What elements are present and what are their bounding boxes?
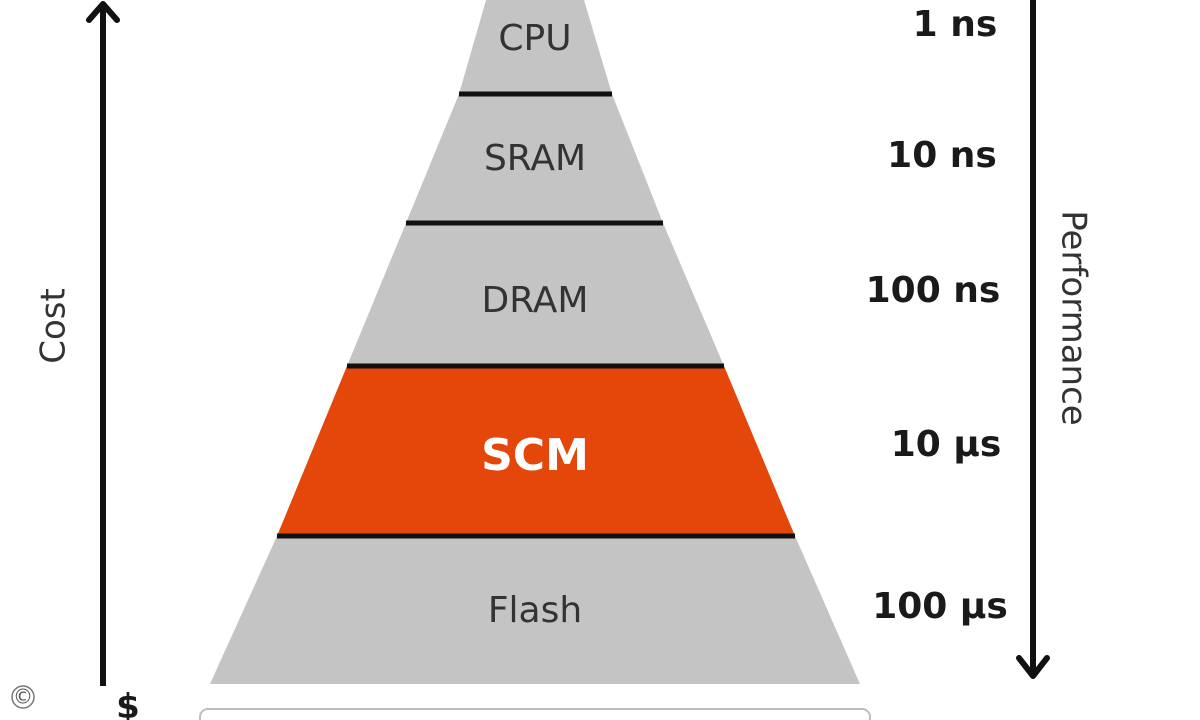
copyright-symbol: © <box>13 685 33 709</box>
tier-sram-shape <box>406 94 663 223</box>
tier-label-scm: SCM <box>481 430 589 481</box>
latency-label-cpu: 1 ns <box>913 4 998 45</box>
copyright-badge: © <box>11 685 35 709</box>
performance-arrow <box>1016 0 1050 679</box>
cost-arrow <box>86 1 120 686</box>
cost-symbol: $ <box>116 687 140 720</box>
latency-label-scm: 10 µs <box>891 424 1002 465</box>
performance-arrow-head <box>1016 655 1050 679</box>
tier-dram-shape <box>347 223 724 366</box>
bottom-box <box>199 708 871 720</box>
tier-label-dram: DRAM <box>482 280 589 321</box>
performance-axis-label: Performance <box>1054 210 1094 425</box>
tier-scm-shape <box>277 366 795 536</box>
cost-arrow-head <box>86 1 120 23</box>
tier-label-cpu: CPU <box>498 18 571 59</box>
tier-cpu-shape <box>459 0 612 94</box>
latency-label-sram: 10 ns <box>887 135 997 176</box>
tier-label-flash: Flash <box>488 590 582 631</box>
tier-label-sram: SRAM <box>484 138 586 179</box>
tier-dividers <box>277 91 795 539</box>
tier-flash-shape <box>210 536 860 684</box>
copyright-badge-circle <box>11 685 35 709</box>
cost-axis-label: Cost <box>34 288 74 364</box>
latency-label-dram: 100 ns <box>866 270 1001 311</box>
latency-label-flash: 100 µs <box>872 586 1008 627</box>
pyramid <box>210 0 860 684</box>
